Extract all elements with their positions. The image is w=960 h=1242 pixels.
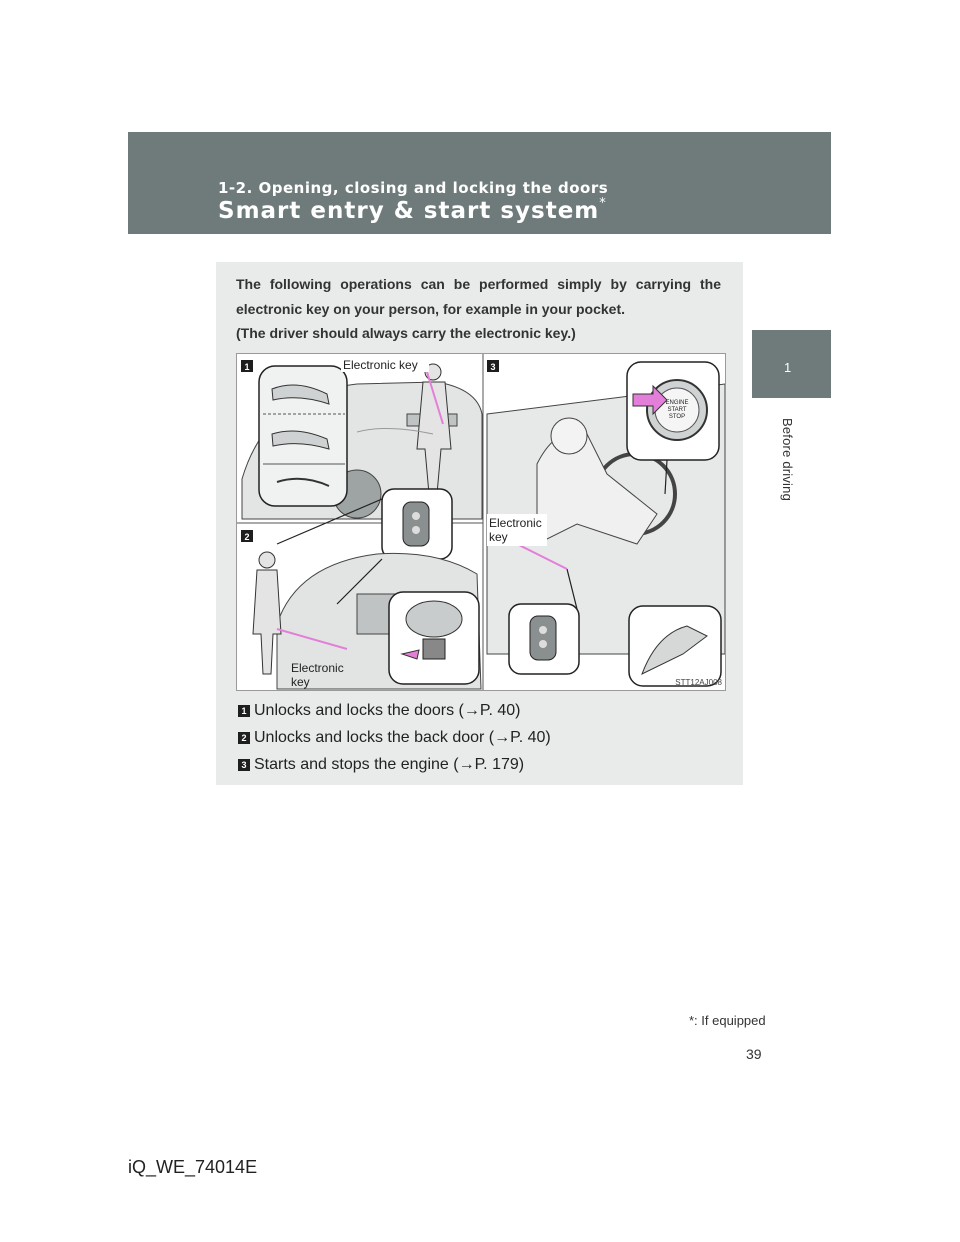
list-item-text: Unlocks and locks the doors (→P. 40) [254,701,521,719]
label-backdrop-top [341,356,429,372]
label-electronic-key-mid-2: key [489,530,508,544]
label-electronic-key-bottom-1: Electronic [291,661,344,675]
chapter-tab[interactable] [752,330,831,398]
label-electronic-key-bottom-2: key [291,675,310,689]
engine-button-label-2: START [667,407,686,413]
panel-marker-1 [241,360,253,372]
list-marker-3: 3 [238,758,250,771]
intro-text: The following operations can be performe… [236,272,721,346]
section-label: 1-2. Opening, closing and locking the do… [218,179,609,197]
chapter-tab-number: 1 [784,360,792,375]
chapter-tab-label: Before driving [780,418,795,502]
intro-note: (The driver should always carry the elec… [236,325,576,341]
brake-pedal-inset [628,605,722,687]
inset-callout-line-2 [336,558,383,605]
key-fob-inset-1 [381,488,453,560]
illustration-figure: 1 2 3 [236,353,726,691]
panel-marker-1-text: 1 [244,362,249,372]
list-marker-2: 2 [238,731,250,744]
panel-marker-2-text: 2 [244,532,249,542]
engine-button-label-1: ENGINE [665,400,688,406]
page-number: 39 [746,1046,762,1062]
inset-callout-line-4 [566,568,578,610]
intro-paragraph: The following operations can be performe… [236,276,721,317]
inset-callout-line-1 [276,498,383,545]
engine-button-inset: ENGINE START STOP [626,361,720,461]
label-backdrop-mid [487,514,547,546]
illustration-svg: 1 2 3 [237,354,725,690]
equipped-mark: * [599,196,607,211]
key-pointer-line-2 [276,628,348,650]
panel-marker-2 [241,530,253,542]
label-electronic-key-top: Electronic key [343,358,418,372]
list-marker-1: 1 [238,704,250,717]
inset-callout-line-3 [664,459,668,495]
figure-code: STT12AJ008 [675,678,722,687]
panel-marker-3 [487,360,499,372]
person-figure-2 [252,551,282,675]
back-door-button-inset [388,591,480,685]
page-title-text: Smart entry & start system [218,198,600,224]
list-item-text: Starts and stops the engine (→P. 179) [254,755,525,773]
list-item-text: Unlocks and locks the back door (→P. 40) [254,728,551,746]
label-electronic-key-mid-1: Electronic [489,516,542,530]
door-handle-inset [258,365,348,507]
list-item: 2 Unlocks and locks the back door (→P. 4… [238,724,551,751]
operations-list: 1 Unlocks and locks the doors (→P. 40) 2… [238,697,551,778]
page-title: Smart entry & start system* [218,196,607,224]
footnote: *: If equipped [689,1013,766,1028]
document-code: iQ_WE_74014E [128,1157,258,1177]
engine-button-label-3: STOP [669,414,685,420]
list-item: 1 Unlocks and locks the doors (→P. 40) [238,697,551,724]
signal-waves [356,427,434,435]
key-fob-inset-2 [508,603,580,675]
header-band [128,132,831,234]
list-item: 3 Starts and stops the engine (→P. 179) [238,751,551,778]
panel-marker-3-text: 3 [490,362,495,372]
key-pointer-line-1 [426,371,444,425]
